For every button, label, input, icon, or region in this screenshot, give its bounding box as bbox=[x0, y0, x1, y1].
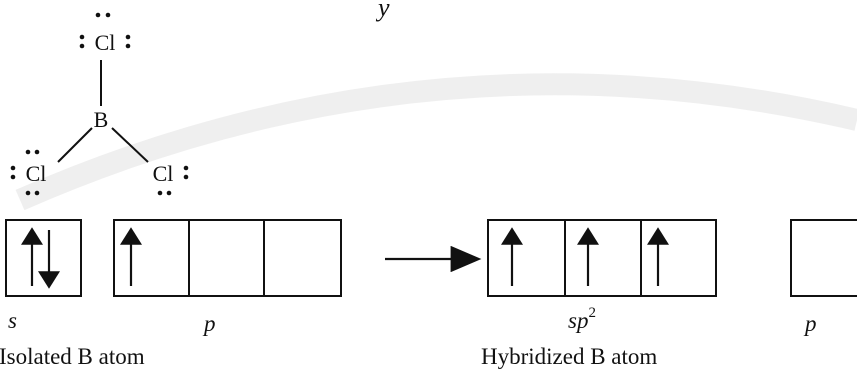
bond-b-cl-left bbox=[57, 127, 93, 163]
sp2-orbital-box-3 bbox=[640, 219, 717, 297]
isolated-caption: Isolated B atom bbox=[0, 344, 145, 369]
unhybridized-p-orbital-box bbox=[790, 219, 857, 297]
watermark-arc bbox=[15, 73, 857, 211]
chlorine-left-label: Cl bbox=[26, 161, 47, 186]
isolated-p-orbital-box-1 bbox=[113, 219, 190, 297]
isolated-orbitals: s p Isolated B atom bbox=[0, 219, 342, 369]
lone-pairs-right-cl bbox=[157, 165, 189, 196]
isolated-p-orbital-box-3 bbox=[263, 219, 342, 297]
bcl3-lewis-structure: B Cl Cl Cl bbox=[10, 12, 189, 196]
chlorine-top-label: Cl bbox=[95, 30, 116, 55]
isolated-p-label: p bbox=[202, 311, 216, 336]
isolated-s-label: s bbox=[8, 308, 17, 333]
isolated-p-orbital-box-2 bbox=[188, 219, 265, 297]
hybridized-orbitals: sp2 p Hybridized B atom bbox=[481, 219, 857, 369]
sp2-orbital-box-1 bbox=[487, 219, 566, 297]
top-fragment-text: y bbox=[375, 0, 390, 22]
chlorine-right-label: Cl bbox=[153, 161, 174, 186]
lone-pairs-top-cl bbox=[79, 12, 131, 49]
bond-b-cl-right bbox=[111, 127, 149, 163]
sp2-label-base: sp bbox=[568, 308, 588, 333]
hybridized-p-label: p bbox=[803, 311, 817, 336]
isolated-s-orbital-box bbox=[5, 219, 82, 297]
sp2-label-sup: 2 bbox=[588, 305, 596, 321]
boron-atom-label: B bbox=[94, 107, 109, 132]
lone-pairs-left-cl bbox=[10, 149, 40, 196]
hybridized-caption: Hybridized B atom bbox=[481, 344, 657, 369]
sp2-orbital-box-2 bbox=[564, 219, 642, 297]
sp2-label: sp2 bbox=[568, 305, 596, 333]
